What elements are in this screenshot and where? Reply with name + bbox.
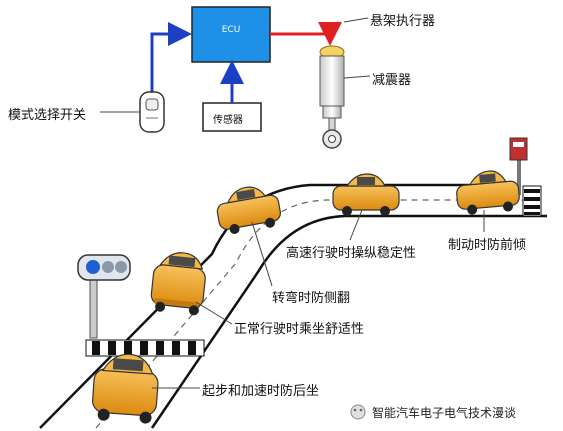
crosswalk-right — [522, 185, 542, 217]
traffic-light-icon — [77, 254, 131, 339]
shock-absorber-label: 减震器 — [372, 73, 412, 88]
high-speed-leader — [349, 209, 363, 241]
actuator-label: 悬架执行器 — [370, 14, 436, 29]
high-speed-label: 高速行驶时操纵稳定性 — [286, 246, 417, 261]
ecu-box — [191, 6, 271, 63]
car-cornering — [216, 186, 281, 234]
ecu-to-actuator-arrow — [270, 22, 342, 46]
watermark-text: 智能汽车电子电气技术漫谈 — [372, 406, 517, 420]
mode-switch-icon — [139, 91, 165, 133]
car-braking — [456, 170, 520, 215]
watermark-logo-icon — [350, 404, 366, 420]
mode-switch-label: 模式选择开关 — [8, 108, 87, 123]
start-accel-label: 起步和加速时防后坐 — [202, 384, 320, 399]
road-right-edge — [150, 214, 547, 429]
braking-label: 制动时防前倾 — [448, 238, 527, 253]
road-surface — [40, 186, 547, 428]
switch-to-ecu-arrow — [150, 22, 192, 92]
car-normal-driving — [150, 252, 206, 316]
shock-absorber-icon — [319, 45, 345, 149]
ecu-label: ECU — [221, 25, 241, 35]
stop-sign-icon — [509, 137, 528, 195]
cornering-label: 转弯时防侧翻 — [272, 291, 351, 306]
actuator-leader — [343, 17, 369, 23]
crosswalk-bottom — [85, 339, 205, 357]
car-high-speed — [332, 173, 400, 216]
sensor-label: 传感器 — [213, 115, 243, 126]
sensor-box — [202, 102, 262, 132]
normal-leader — [195, 301, 233, 325]
car-start-accel — [92, 353, 159, 424]
normal-driving-label: 正常行驶时乘坐舒适性 — [234, 322, 365, 337]
shock-leader — [343, 75, 371, 79]
cornering-leader — [251, 221, 273, 287]
